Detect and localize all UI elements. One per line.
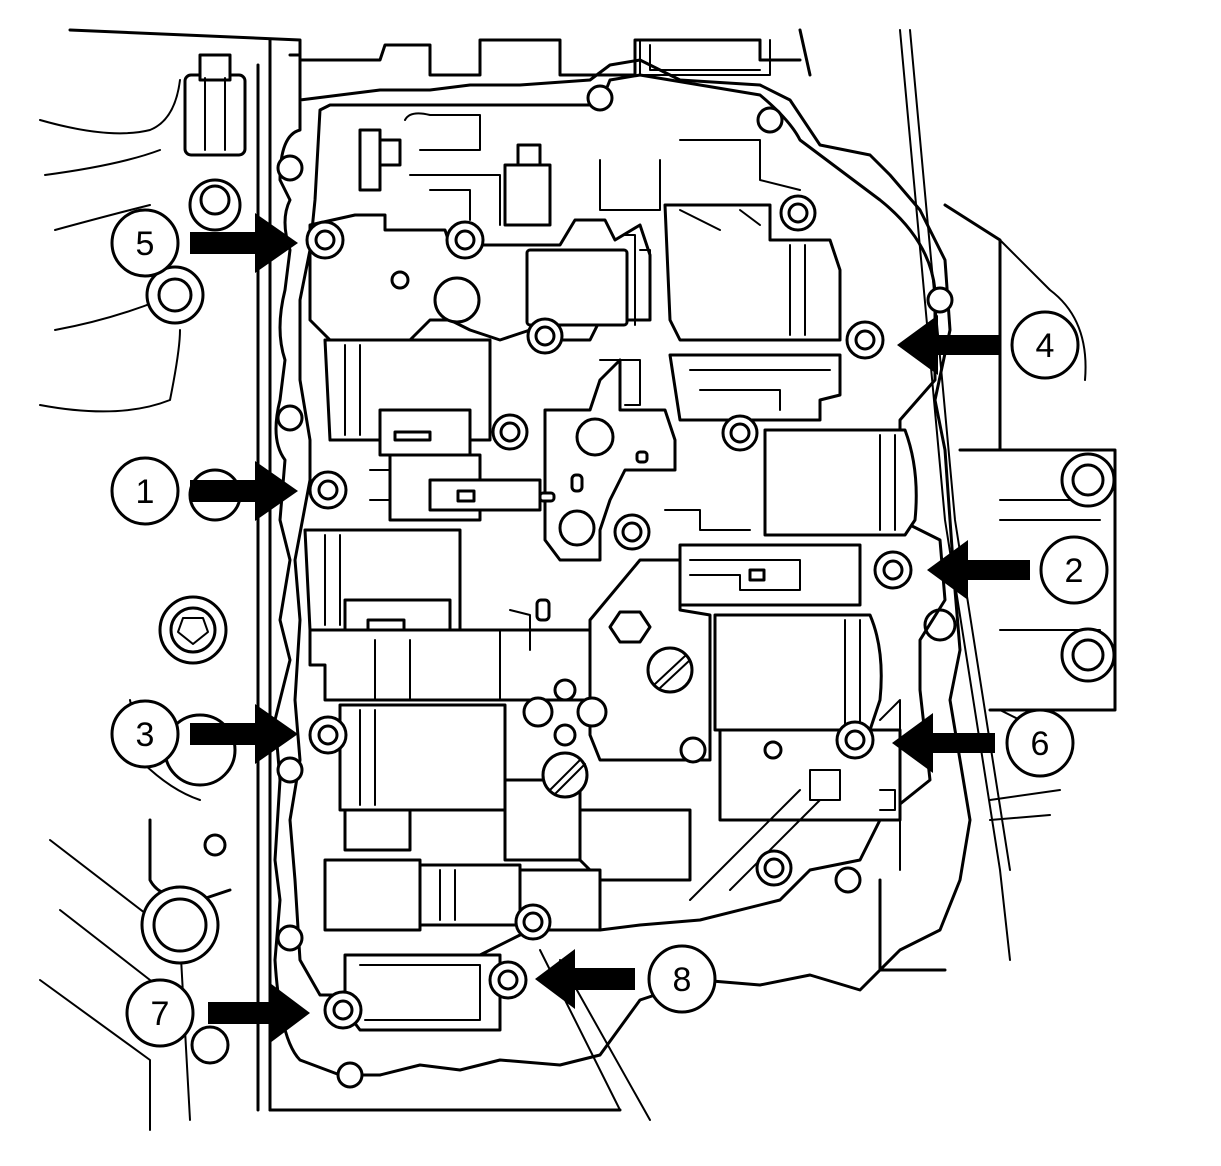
callouts: 5 4 1 2 3 6 7 8 bbox=[110, 208, 1109, 1048]
upper-plate bbox=[308, 213, 652, 342]
callout-2-label: 2 bbox=[1065, 552, 1084, 590]
arrow-2 bbox=[927, 540, 1030, 600]
callout-8: 8 bbox=[647, 944, 717, 1014]
bolt-8 bbox=[488, 960, 528, 1000]
callout-3: 3 bbox=[110, 699, 180, 769]
callout-3-label: 3 bbox=[136, 716, 155, 754]
callout-4-label: 4 bbox=[1036, 327, 1055, 365]
arrow-1 bbox=[190, 461, 298, 521]
arrow-4 bbox=[897, 315, 1000, 375]
callout-bolts bbox=[305, 220, 913, 1030]
bolt-5 bbox=[305, 220, 485, 260]
solenoid-left-lower bbox=[338, 678, 692, 882]
arrow-8 bbox=[535, 949, 635, 1009]
bolt-6 bbox=[835, 720, 875, 760]
center-plate bbox=[538, 358, 677, 562]
solenoid-right-middle bbox=[664, 428, 918, 607]
arrow-7 bbox=[208, 983, 310, 1043]
arrow-3 bbox=[190, 704, 298, 764]
callout-1-label: 1 bbox=[136, 473, 155, 511]
callout-5: 5 bbox=[110, 208, 180, 278]
callout-arrows bbox=[190, 213, 1030, 1043]
callout-5-label: 5 bbox=[136, 225, 155, 263]
bolt-7 bbox=[323, 990, 363, 1030]
solenoid-left-upper bbox=[323, 338, 542, 522]
bolt-2 bbox=[873, 550, 913, 590]
arrow-5 bbox=[190, 213, 298, 273]
wiring-harness bbox=[358, 39, 801, 227]
callout-7: 7 bbox=[125, 978, 195, 1048]
callout-7-label: 7 bbox=[151, 995, 170, 1033]
solenoid-left-middle bbox=[303, 528, 602, 702]
bolt-3 bbox=[308, 715, 348, 755]
bolt-4 bbox=[845, 320, 885, 360]
case-bosses bbox=[140, 53, 1116, 1065]
bolt-1 bbox=[308, 470, 348, 510]
callout-1: 1 bbox=[110, 456, 180, 526]
callout-4: 4 bbox=[1010, 310, 1080, 380]
callout-6-label: 6 bbox=[1031, 725, 1050, 763]
arrow-6 bbox=[892, 713, 995, 773]
solenoid-upper-right bbox=[663, 203, 842, 422]
callout-2: 2 bbox=[1039, 535, 1109, 605]
solenoid-bottom bbox=[323, 858, 602, 1032]
internal-bolts bbox=[491, 194, 817, 887]
callout-8-label: 8 bbox=[673, 961, 692, 999]
callout-6: 6 bbox=[1005, 708, 1075, 778]
